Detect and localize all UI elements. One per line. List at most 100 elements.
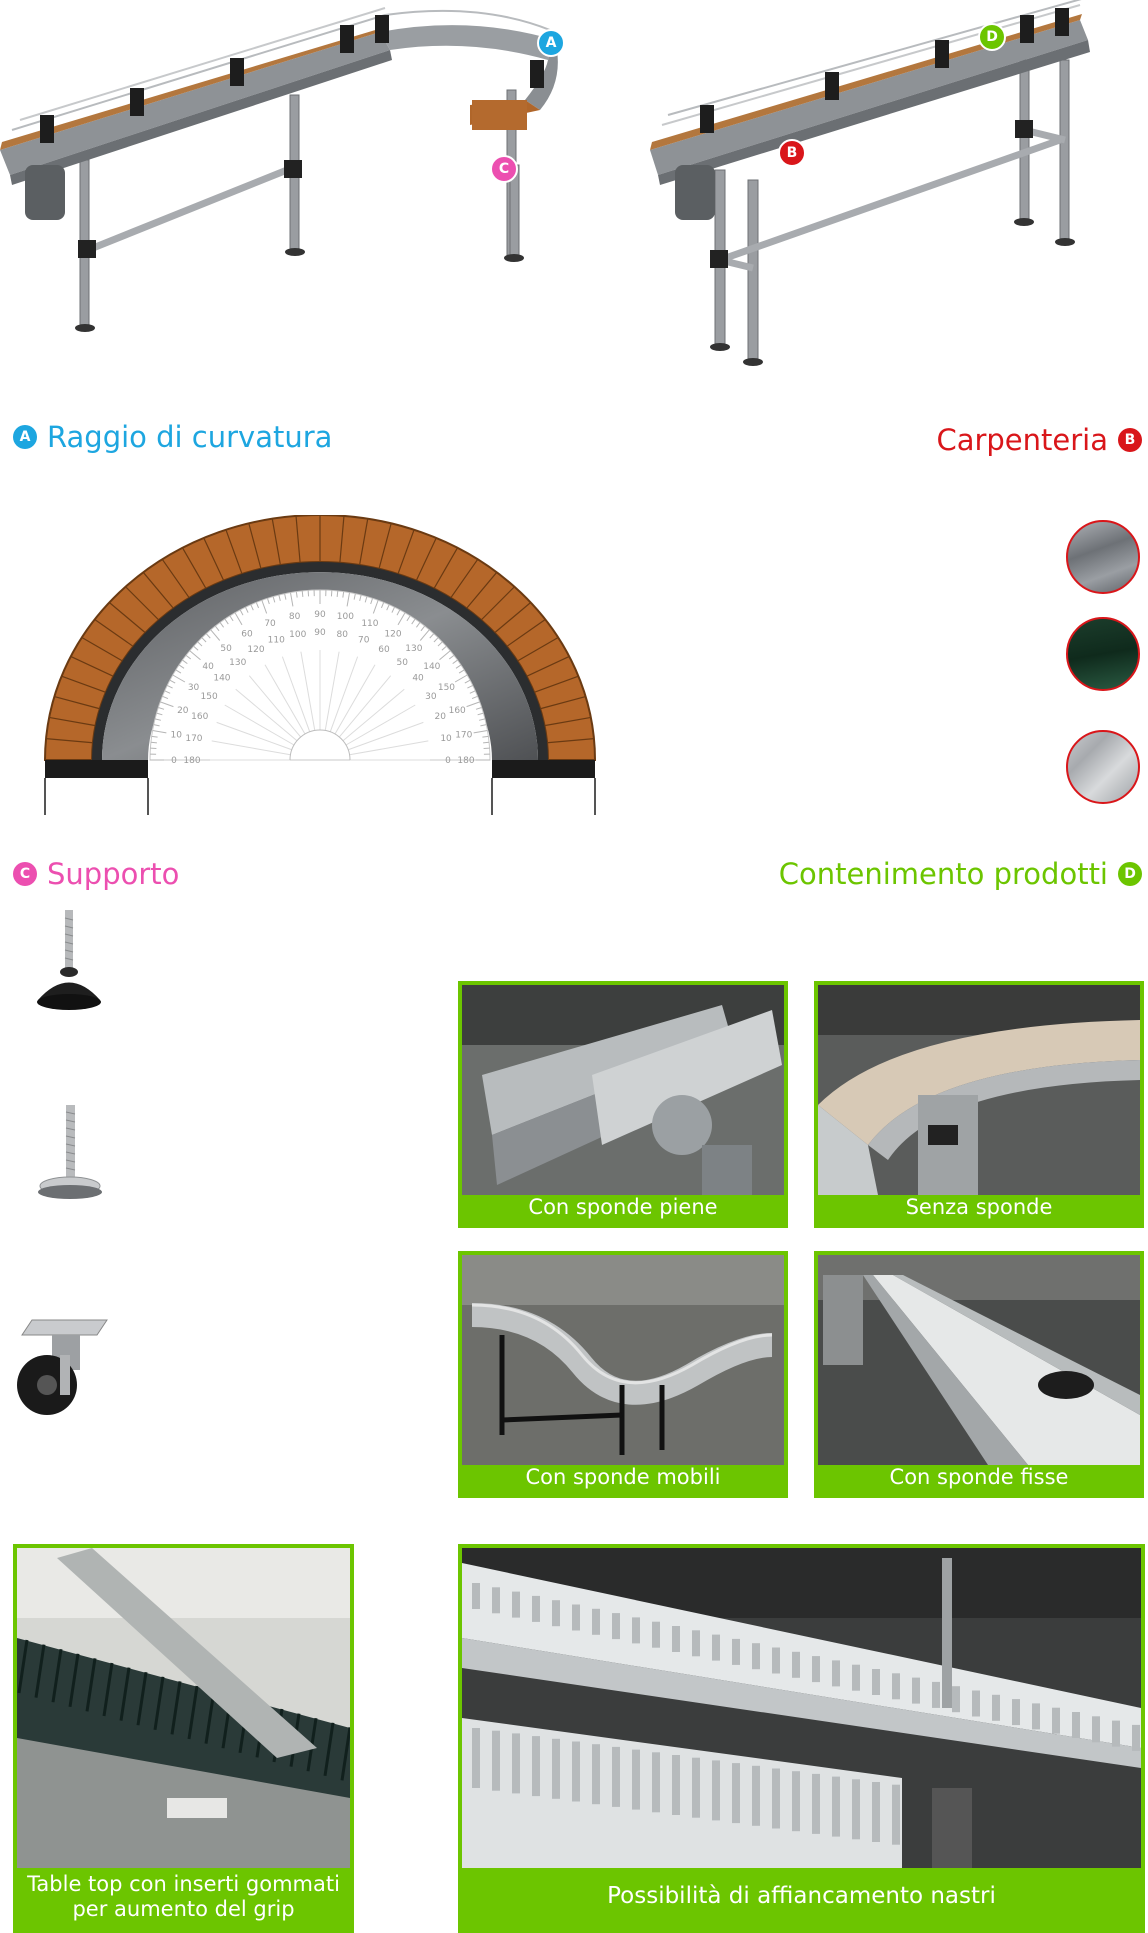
belt-tooth (612, 1613, 620, 1640)
protractor-tick (458, 669, 465, 674)
slat-line (61, 675, 106, 693)
protractor-label-outer: 150 (438, 683, 455, 693)
protractor-ray (342, 688, 405, 742)
photo-table-top-grip (17, 1548, 350, 1868)
slat-line (45, 738, 93, 744)
protractor-label-outer: 80 (289, 612, 301, 622)
belt-tooth (732, 1638, 740, 1665)
belt-tooth (972, 1690, 980, 1717)
swatch-green-painted (1066, 617, 1140, 691)
belt-tooth (592, 1608, 600, 1635)
protractor-ray (338, 675, 392, 738)
protractor-label-inner: 20 (435, 712, 447, 722)
slat-line (94, 618, 134, 647)
protractor-tick (197, 641, 203, 647)
protractor-tick (182, 659, 188, 665)
grip-slat (102, 1662, 114, 1717)
belt-tooth-lower (572, 1741, 580, 1802)
protractor-label-inner: 0 (445, 756, 451, 766)
protractor-tick (164, 690, 171, 694)
contenimento-badge: D (1118, 862, 1142, 886)
belt-tooth (492, 1587, 500, 1614)
slat-line (271, 518, 281, 566)
belt-tooth-lower (532, 1736, 540, 1797)
belt-tooth (752, 1643, 760, 1670)
support-foot-steel-icon (38, 1105, 102, 1199)
slat-line (203, 537, 225, 581)
protractor-tick (480, 724, 487, 727)
grip-slat (340, 1727, 350, 1781)
belt-tooth (632, 1617, 640, 1644)
slat-line (547, 738, 595, 744)
belt-tooth (532, 1595, 540, 1622)
protractor-tick (483, 741, 490, 744)
protractor-label-inner: 40 (412, 674, 424, 684)
belt-tooth (872, 1669, 880, 1695)
protractor-tick (295, 591, 298, 598)
belt-tooth (1132, 1724, 1140, 1751)
protractor-tick (284, 593, 287, 600)
photo-sponde-piene (462, 985, 784, 1195)
belt-tooth (552, 1600, 560, 1627)
protractor-label-outer: 130 (405, 644, 422, 654)
slat-line (225, 529, 243, 575)
protractor-tick (289, 592, 294, 607)
grip-slat (34, 1644, 46, 1698)
protractor-tick (162, 695, 169, 700)
swatch-stainless-steel (1066, 520, 1140, 594)
protractor-label-outer: 90 (314, 610, 326, 620)
protractor-tick (266, 598, 270, 605)
protractor-tick (156, 712, 163, 716)
protractor-tick (466, 701, 480, 708)
belt-tooth (1032, 1703, 1040, 1730)
belt-tooth-lower (872, 1782, 880, 1842)
protractor-label-outer: 40 (202, 662, 214, 672)
protractor-label-outer: 120 (384, 630, 401, 640)
protractor-tick (154, 718, 161, 721)
photo-affiancamento-nastri (462, 1548, 1141, 1868)
protractor-tick (479, 718, 486, 721)
protractor-tick (205, 633, 211, 639)
belt-tooth (1092, 1716, 1100, 1743)
protractor-tick (473, 729, 488, 734)
protractor-label-outer: 140 (423, 662, 440, 672)
protractor-tick (150, 741, 157, 744)
protractor-ray (224, 704, 295, 746)
protractor-tick (441, 645, 447, 651)
protractor-label-inner: 130 (229, 658, 246, 668)
slat-line (125, 586, 160, 621)
marker-d-badge: D (978, 23, 1006, 51)
caption-sponde-mobili: Con sponde mobili (525, 1465, 721, 1489)
protractor-label-inner: 80 (337, 630, 349, 640)
protractor-tick (153, 724, 160, 727)
protractor-tick (406, 615, 411, 622)
protractor-tick (250, 604, 254, 611)
protractor-label-outer: 60 (241, 630, 253, 640)
supporto-badge: C (13, 862, 37, 886)
belt-tooth (672, 1626, 680, 1652)
protractor-tick (467, 685, 474, 689)
section-heading-supporto: C Supporto (13, 857, 179, 891)
photo-sponde-fisse (818, 1255, 1140, 1465)
protractor-tick (475, 706, 482, 710)
protractor-tick (469, 690, 476, 694)
protractor-ray (211, 740, 291, 756)
protractor-tick (482, 735, 489, 738)
curved-conveyor-illustration (0, 7, 558, 332)
protractor-tick (452, 659, 458, 665)
protractor-label-inner: 160 (191, 712, 208, 722)
belt-tooth (792, 1651, 800, 1678)
protractor-ray (300, 651, 316, 731)
protractor-tick (301, 590, 304, 597)
belt-tooth (1112, 1720, 1120, 1747)
belt-tooth (572, 1604, 580, 1631)
slat-line (450, 558, 479, 599)
belt-tooth (852, 1664, 860, 1691)
belt-tooth (912, 1677, 920, 1704)
protractor-tick (239, 609, 244, 616)
protractor-ray (264, 664, 306, 735)
carpenteria-badge: B (1118, 428, 1142, 452)
belt-tooth-lower (732, 1763, 740, 1824)
protractor-tick (151, 735, 158, 738)
slat-line (161, 558, 190, 599)
